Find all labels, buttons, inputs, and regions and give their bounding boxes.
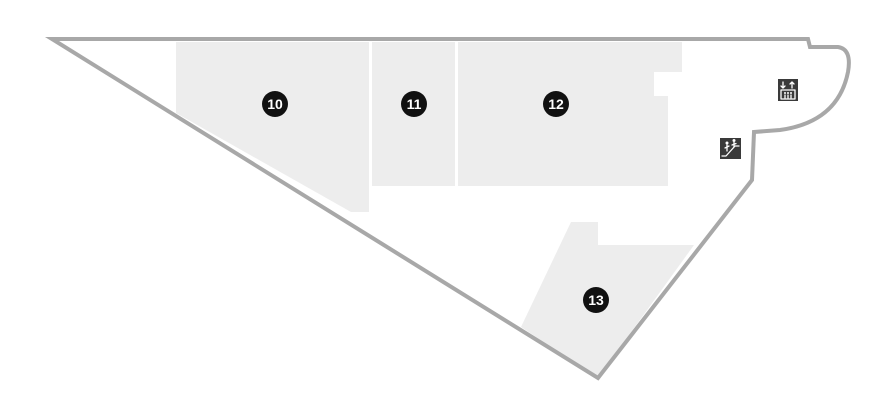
room-12-number: 12 xyxy=(548,96,564,112)
room-10-number: 10 xyxy=(267,96,283,112)
room-12-badge-circle xyxy=(543,91,569,117)
room-13-badge[interactable]: 13 xyxy=(583,287,609,313)
escalator-person-2-head xyxy=(732,139,736,142)
elevator-up-arrow xyxy=(789,81,795,89)
escalator-steps xyxy=(721,145,740,157)
room-12[interactable]: 12 xyxy=(458,42,682,186)
escalator-icon[interactable] xyxy=(720,138,741,159)
elevator-icon[interactable] xyxy=(778,79,798,101)
escalator-person-1-head xyxy=(725,141,729,145)
elevator-people-bodies xyxy=(784,94,792,99)
escalator-person-1-body xyxy=(724,144,730,152)
room-11-number: 11 xyxy=(407,96,422,112)
elevator-person-1 xyxy=(784,92,786,94)
room-11-badge[interactable]: 11 xyxy=(401,91,427,117)
room-12-badge[interactable]: 12 xyxy=(543,91,569,117)
room-13[interactable]: 13 xyxy=(521,222,694,378)
room-10[interactable]: 10 xyxy=(176,42,369,212)
building-outline xyxy=(44,37,851,381)
room-12-area[interactable] xyxy=(458,42,682,186)
room-10-badge-circle xyxy=(262,91,288,117)
room-11[interactable]: 11 xyxy=(372,42,455,186)
elevator-person-2 xyxy=(787,92,789,94)
room-10-area[interactable] xyxy=(176,42,369,212)
elevator-person-3 xyxy=(790,92,792,94)
elevator-car xyxy=(780,89,796,100)
room-10-badge[interactable]: 10 xyxy=(262,91,288,117)
room-13-number: 13 xyxy=(588,292,604,308)
elevator-down-arrow xyxy=(780,81,786,89)
room-11-badge-circle xyxy=(401,91,427,117)
escalator-person-2-body xyxy=(731,141,737,148)
room-13-badge-circle xyxy=(583,287,609,313)
